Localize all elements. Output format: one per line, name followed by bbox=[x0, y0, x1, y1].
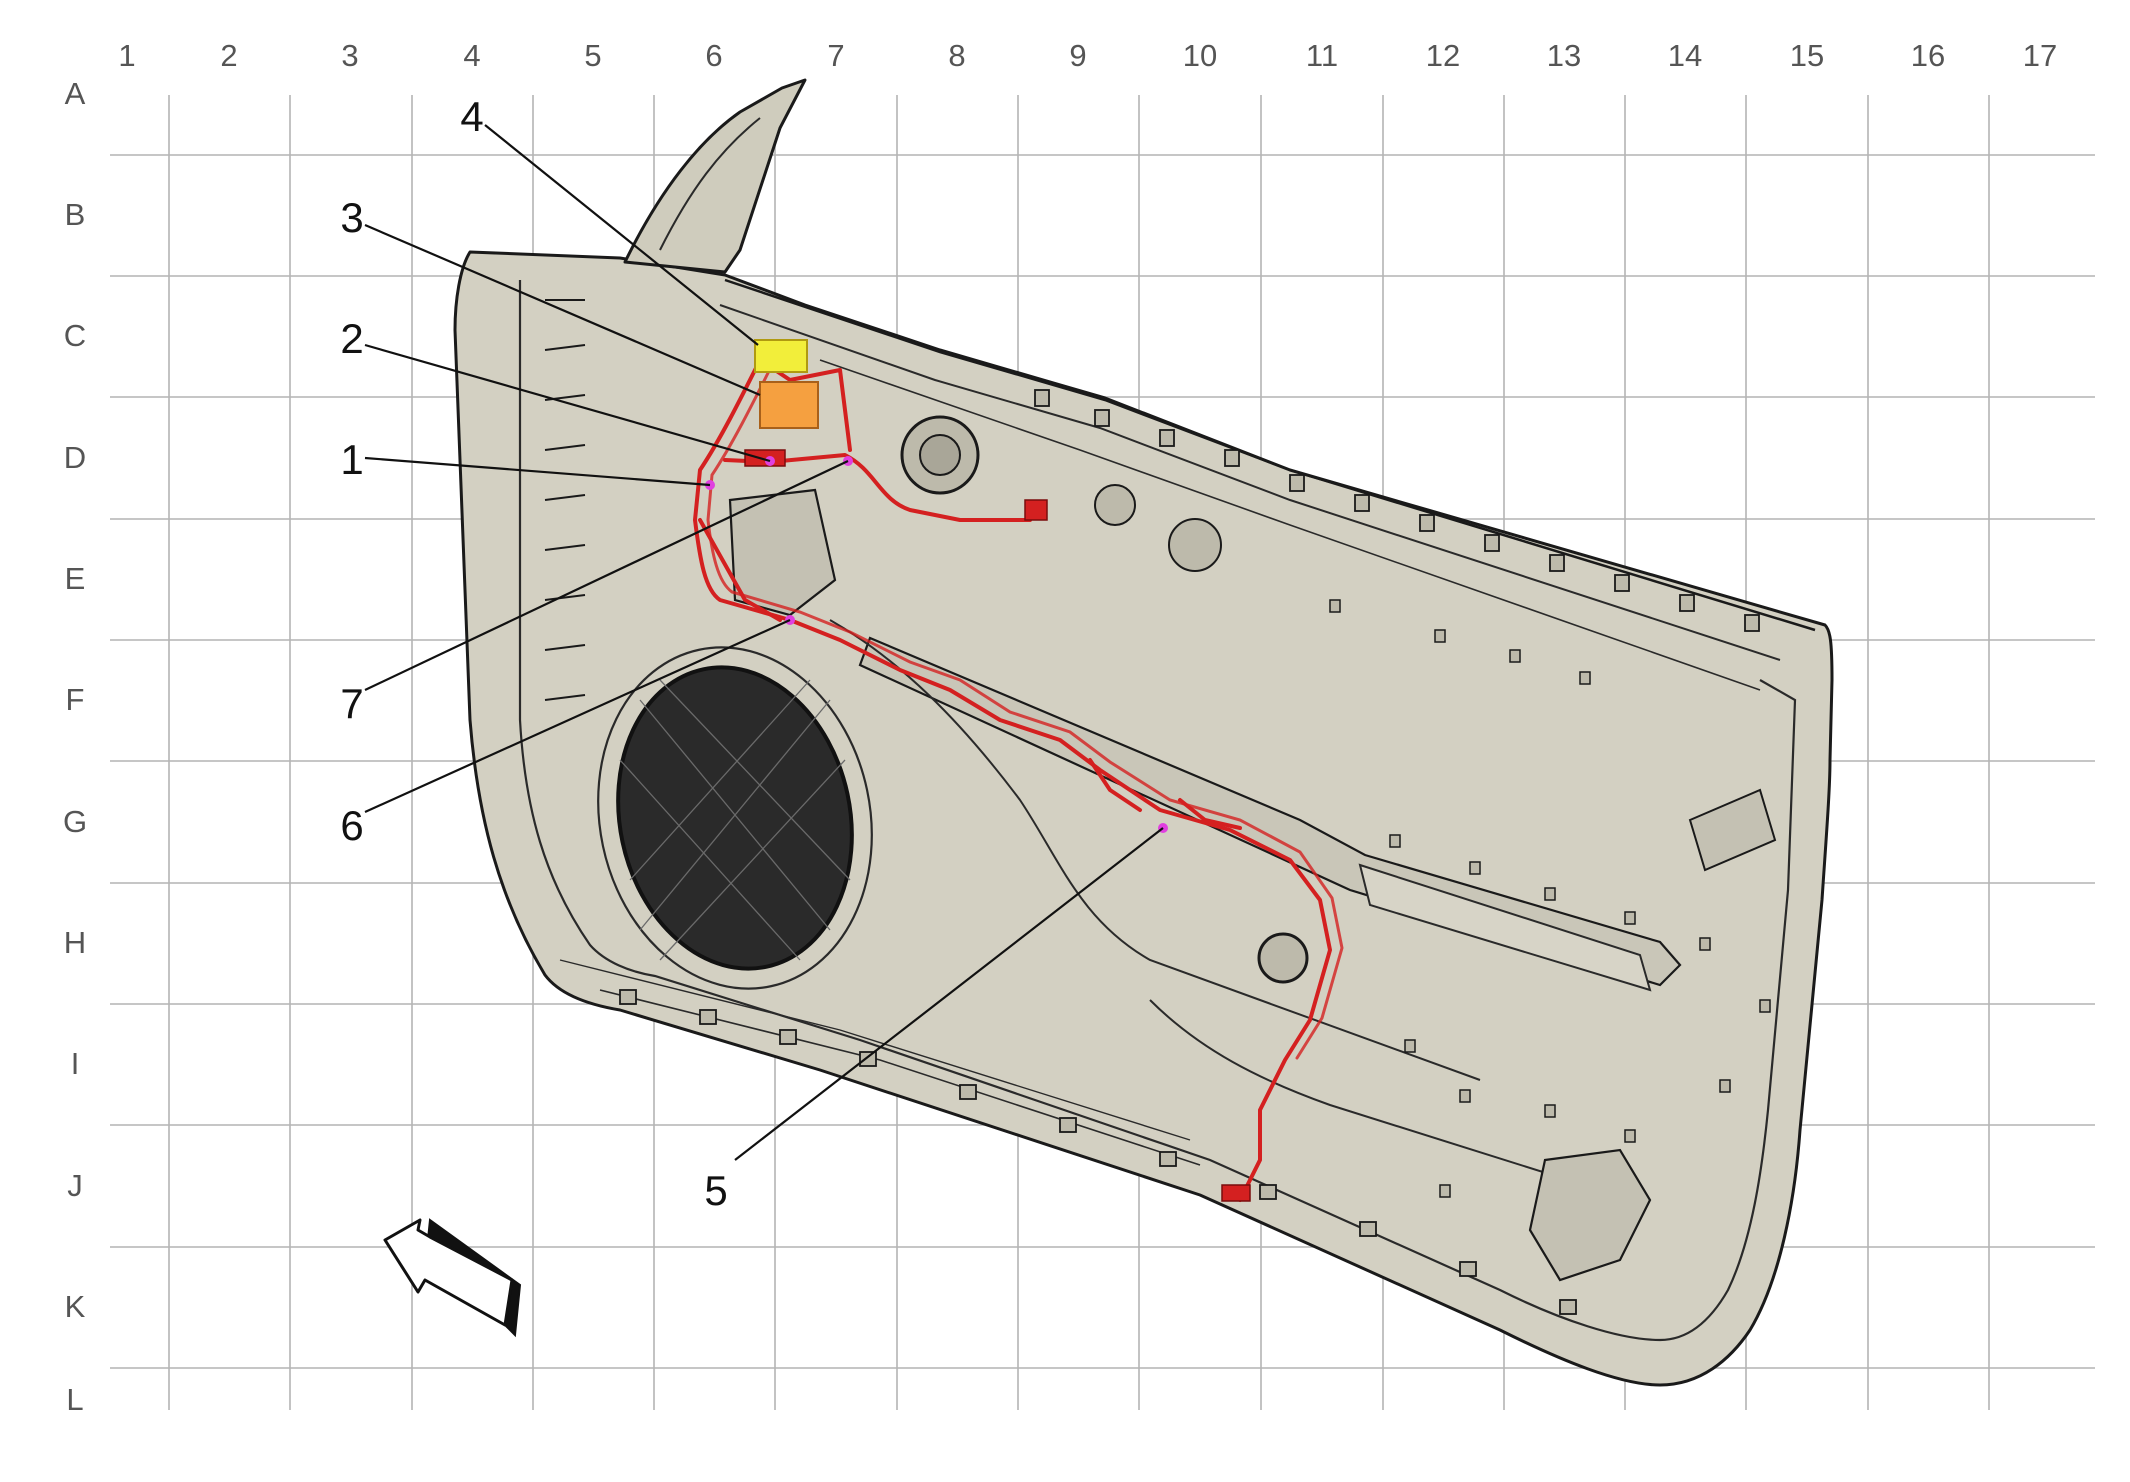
row-label: L bbox=[66, 1382, 83, 1417]
row-label: F bbox=[66, 682, 85, 717]
speaker-grille-icon bbox=[616, 665, 854, 971]
door-trim-panel bbox=[453, 78, 1834, 1387]
column-label: 12 bbox=[1426, 38, 1460, 73]
column-label: 6 bbox=[705, 38, 722, 73]
column-label: 16 bbox=[1911, 38, 1945, 73]
column-label: 7 bbox=[827, 38, 844, 73]
connector-yellow-4 bbox=[754, 339, 808, 373]
column-label: 1 bbox=[118, 38, 135, 73]
column-label: 4 bbox=[463, 38, 480, 73]
bottom-clip-row bbox=[619, 989, 1577, 1315]
row-label: E bbox=[65, 561, 86, 596]
leader-line-1 bbox=[364, 456, 711, 487]
belt-line-molding-bottom bbox=[819, 359, 1761, 691]
connector-red-lock bbox=[1024, 499, 1048, 521]
row-labels: A B C D E F G H I J K L bbox=[63, 76, 87, 1417]
belt-line-molding bbox=[724, 278, 1816, 632]
leader-line-4 bbox=[484, 124, 759, 346]
lower-rib-line bbox=[559, 959, 1191, 1141]
harness-branch-lower bbox=[698, 518, 782, 622]
direction-arrow-icon bbox=[383, 1218, 522, 1338]
column-labels: 1 2 3 4 5 6 7 8 9 10 11 12 13 14 15 16 1… bbox=[118, 38, 2057, 73]
latch-housing-lower bbox=[1528, 1148, 1652, 1282]
column-label: 15 bbox=[1790, 38, 1824, 73]
map-pocket-lower bbox=[1149, 999, 1601, 1191]
harness-branch-upper bbox=[723, 453, 1032, 522]
harness-grommet bbox=[1257, 932, 1309, 984]
column-label: 17 bbox=[2023, 38, 2057, 73]
harness-branch-lock bbox=[1088, 758, 1142, 812]
door-panel-inner-rim bbox=[518, 280, 1797, 1342]
row-label: D bbox=[64, 440, 86, 475]
callout-labels: 1 2 3 4 5 6 7 bbox=[340, 93, 727, 1214]
column-label: 14 bbox=[1668, 38, 1702, 73]
belt-line-molding-lower bbox=[719, 304, 1781, 661]
tweeter-housing-inner bbox=[919, 434, 961, 476]
row-label: H bbox=[64, 925, 86, 960]
callout-3: 3 bbox=[340, 194, 363, 241]
window-frame-upper bbox=[623, 78, 807, 274]
wiring-harness-second bbox=[706, 363, 1344, 1060]
callout-4: 4 bbox=[460, 93, 483, 140]
connector-red-terminal bbox=[1221, 1184, 1251, 1202]
column-label: 3 bbox=[341, 38, 358, 73]
column-label: 13 bbox=[1547, 38, 1581, 73]
mounting-pins bbox=[1329, 599, 1771, 1233]
row-label: G bbox=[63, 804, 87, 839]
column-label: 8 bbox=[948, 38, 965, 73]
harness-trunk bbox=[693, 358, 1332, 1202]
callout-6: 6 bbox=[340, 802, 363, 849]
harness-parallel bbox=[706, 363, 1344, 1060]
connector-red-2 bbox=[744, 449, 786, 467]
leader-line-3 bbox=[364, 223, 761, 397]
lower-rib-line bbox=[599, 989, 1201, 1166]
leader-line-6 bbox=[364, 618, 791, 814]
column-label: 11 bbox=[1306, 38, 1338, 73]
callout-1: 1 bbox=[340, 436, 363, 483]
callout-5: 5 bbox=[704, 1167, 727, 1214]
window-frame-inner bbox=[659, 117, 761, 251]
row-label: K bbox=[65, 1289, 86, 1324]
row-label: J bbox=[67, 1168, 83, 1203]
callout-7: 7 bbox=[340, 680, 363, 727]
callout-leaders bbox=[364, 124, 1164, 1161]
row-label: A bbox=[65, 76, 86, 111]
leader-line-7 bbox=[364, 460, 849, 691]
right-edge-mount bbox=[1688, 788, 1777, 872]
armrest-handle bbox=[1358, 863, 1652, 992]
leader-line-2 bbox=[364, 343, 771, 463]
speaker-mesh bbox=[619, 679, 851, 961]
column-label: 2 bbox=[220, 38, 237, 73]
column-label: 5 bbox=[584, 38, 601, 73]
window-switch-boss bbox=[1094, 484, 1136, 526]
connector-orange-3 bbox=[759, 381, 819, 429]
leader-line-5 bbox=[734, 827, 1164, 1161]
row-label: C bbox=[64, 318, 86, 353]
row-label: I bbox=[71, 1046, 80, 1081]
column-label: 9 bbox=[1069, 38, 1086, 73]
speaker-grille-ring bbox=[597, 646, 873, 990]
armrest-pocket bbox=[858, 636, 1682, 987]
map-pocket-outline bbox=[829, 619, 1481, 1081]
belt-clip-row bbox=[1034, 389, 1760, 632]
column-label: 10 bbox=[1183, 38, 1217, 73]
callout-2: 2 bbox=[340, 315, 363, 362]
lock-boss bbox=[1168, 518, 1222, 572]
row-label: B bbox=[65, 197, 86, 232]
